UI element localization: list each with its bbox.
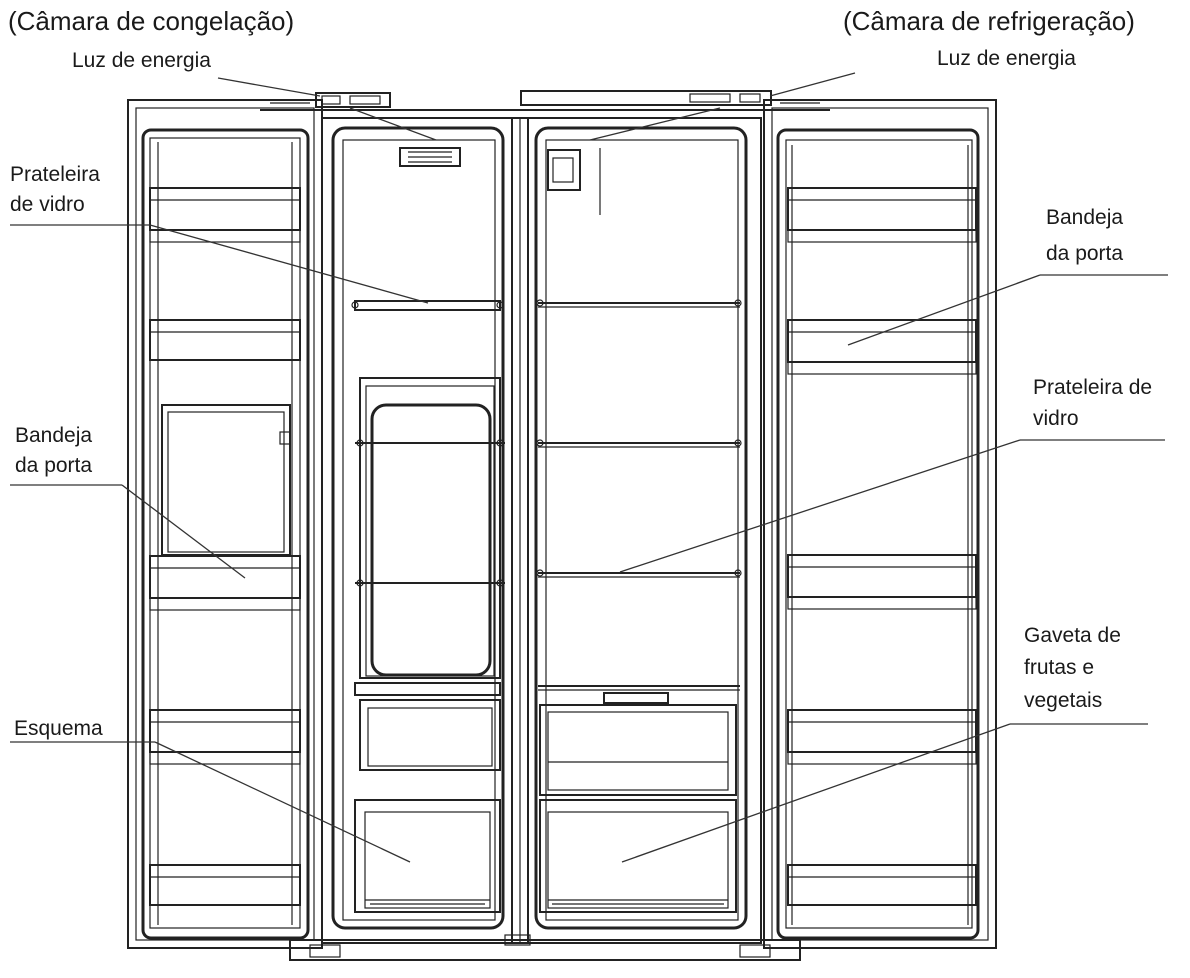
freezer-door [127, 99, 323, 949]
label-luz-de-energia-right: Luz de energia [937, 47, 1076, 70]
label-prateleira-left-2: de vidro [10, 193, 85, 216]
label-prateleira-left-1: Prateleira [10, 163, 100, 186]
label-prateleira-right-2: vidro [1033, 407, 1079, 430]
freezer-glass-shelf [351, 300, 504, 311]
leader-luz-left-2 [349, 107, 437, 141]
freezer-door-bin [149, 555, 301, 611]
leader-prateleira-right-2 [619, 439, 1021, 573]
fridge-door-bin [787, 554, 977, 610]
fridge-crisper-drawer [539, 704, 737, 796]
leader-prateleira-left-2 [149, 224, 429, 304]
top-hardware [260, 90, 830, 111]
leader-luz-right [769, 72, 856, 97]
label-gaveta-2: frutas e [1024, 656, 1094, 679]
fridge-door [763, 99, 997, 949]
label-prateleira-right-1: Prateleira de [1033, 376, 1152, 399]
freezer-door-bin [149, 187, 301, 243]
label-bandeja-right-1: Bandeja [1046, 206, 1123, 229]
freezer-door-bin [149, 864, 301, 906]
freezer-drawer [354, 799, 501, 913]
bottom-base [289, 934, 801, 961]
freezer-glass-shelf [354, 682, 501, 696]
label-esquema: Esquema [14, 717, 103, 740]
fridge-door-bin [787, 187, 977, 243]
label-bandeja-left-2: da porta [15, 454, 92, 477]
heading-freezer: (Câmara de congelação) [8, 6, 294, 36]
fridge-glass-shelf [536, 569, 742, 578]
leader-luz-left [217, 77, 321, 97]
fridge-door-bin [787, 864, 977, 906]
label-bandeja-left-1: Bandeja [15, 424, 92, 447]
fridge-door-bin [787, 709, 977, 765]
fridge-glass-shelf [536, 439, 742, 448]
freezer-door-bin [149, 709, 301, 765]
fridge-glass-shelf [538, 685, 740, 704]
freezer-door-bin [149, 319, 301, 361]
fridge-door-bin [787, 319, 977, 375]
leader-bandeja-right-2 [847, 274, 1041, 346]
leader-lines [10, 72, 1168, 863]
freezer-light-fixture [399, 147, 461, 167]
heading-fridge: (Câmara de refrigeração) [843, 6, 1135, 36]
label-gaveta-3: vegetais [1024, 689, 1102, 712]
fridge-control-panel [547, 148, 601, 215]
freezer-compartment [321, 117, 513, 944]
leader-bandeja-left-2 [121, 484, 246, 579]
fridge-compartment [527, 117, 762, 944]
label-gaveta-1: Gaveta de [1024, 624, 1121, 647]
center-divider [511, 117, 529, 944]
fridge-crisper-drawer [539, 799, 737, 913]
leader-gaveta-2 [621, 723, 1011, 863]
leader-esquema-2 [154, 741, 411, 863]
leader-luz-right-2 [589, 107, 721, 141]
label-luz-de-energia-left: Luz de energia [72, 49, 211, 72]
fridge-glass-shelf [536, 299, 742, 308]
label-bandeja-right-2: da porta [1046, 242, 1123, 265]
